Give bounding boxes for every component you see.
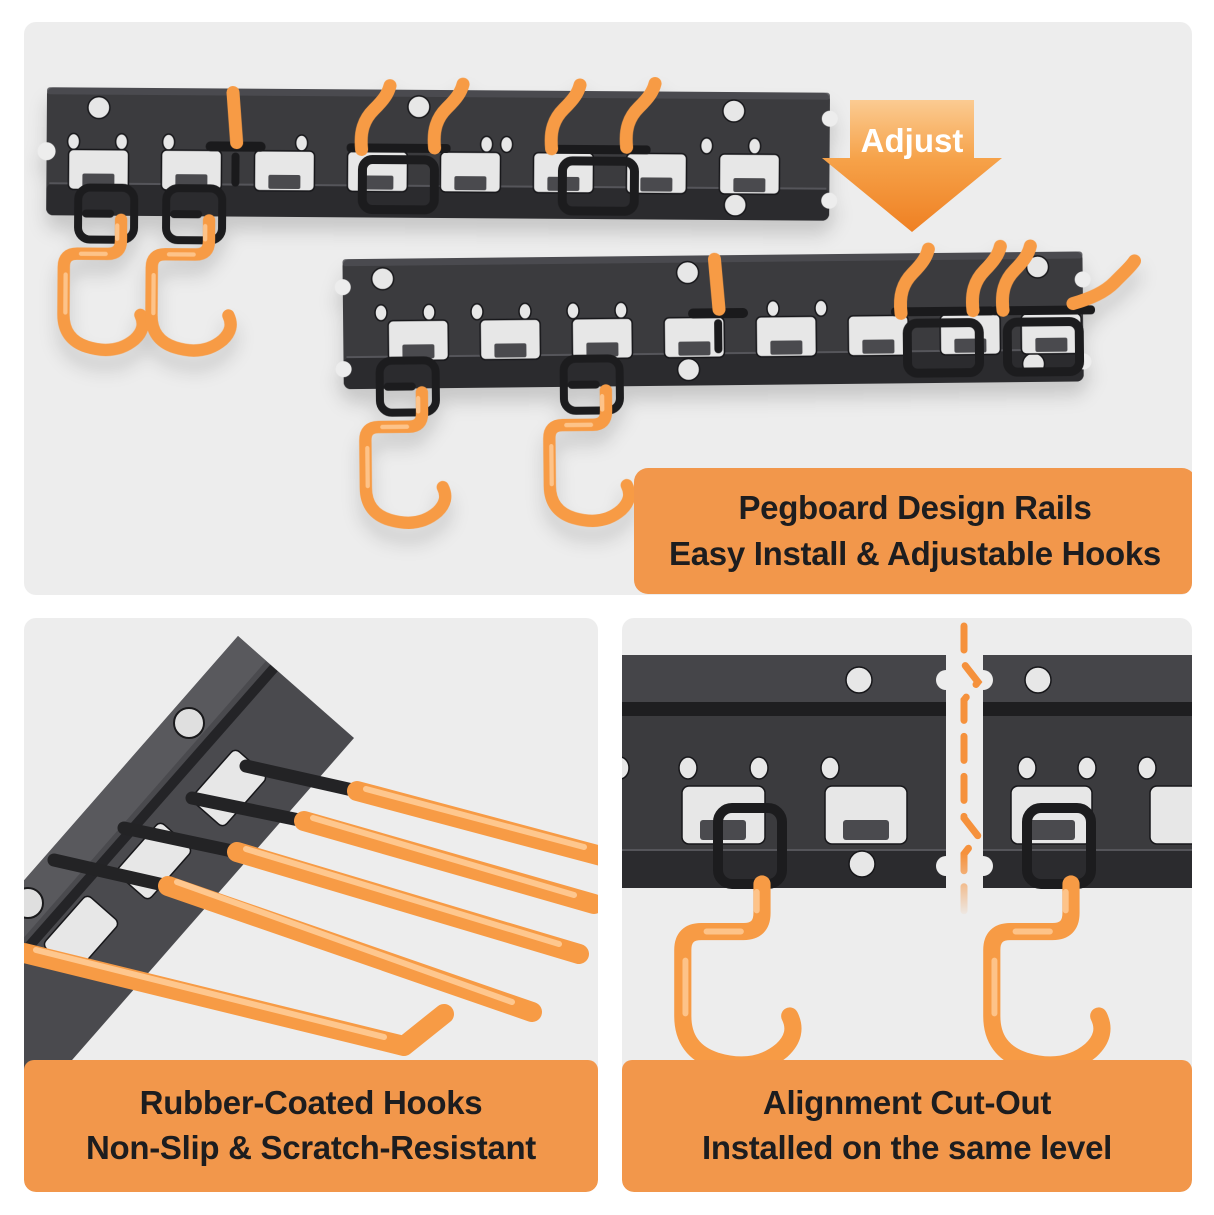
bottom-right-caption-line1: Alignment Cut-Out <box>762 1084 1052 1121</box>
bottom-left-caption-line1: Rubber-Coated Hooks <box>139 1084 483 1121</box>
bottom-right-caption-line2: Installed on the same level <box>701 1129 1113 1166</box>
rubber-prong <box>294 811 598 914</box>
s-hook <box>992 884 1102 1065</box>
alignment-rails-photo <box>622 622 1192 1060</box>
pegboard-rail-upper <box>37 83 838 389</box>
rubber-prong <box>24 943 454 1056</box>
alignment-dashed-line <box>960 622 983 922</box>
rubber-prong <box>158 876 542 1022</box>
rubber-prong <box>227 842 589 964</box>
rubber-prong <box>347 781 598 866</box>
bottom-left-caption: Rubber-Coated Hooks Non-Slip & Scratch-R… <box>24 1060 598 1192</box>
bottom-right-caption: Alignment Cut-Out Installed on the same … <box>622 1060 1192 1192</box>
rail-segment-right <box>973 655 1192 1065</box>
pegboard-rail-lower <box>334 251 1142 559</box>
alignment-cutout-panel: Alignment Cut-Out Installed on the same … <box>622 618 1192 1192</box>
top-caption-line2: Easy Install & Adjustable Hooks <box>669 535 1161 572</box>
rubber-hooks-panel: Rubber-Coated Hooks Non-Slip & Scratch-R… <box>24 618 598 1192</box>
top-feature-panel: Adjust Pegboard Design Rails Easy Ins <box>24 22 1192 595</box>
rail-segment-left <box>622 655 956 1065</box>
top-caption: Pegboard Design Rails Easy Install & Adj… <box>634 468 1192 594</box>
adjust-down-arrow-icon: Adjust <box>822 100 1002 232</box>
rubber-coated-hooks-photo <box>24 636 598 1115</box>
end-peg <box>1066 254 1142 311</box>
adjust-label: Adjust <box>860 122 964 159</box>
top-caption-line1: Pegboard Design Rails <box>738 489 1092 526</box>
s-hook <box>683 884 793 1065</box>
bottom-left-caption-line2: Non-Slip & Scratch-Resistant <box>85 1129 536 1166</box>
